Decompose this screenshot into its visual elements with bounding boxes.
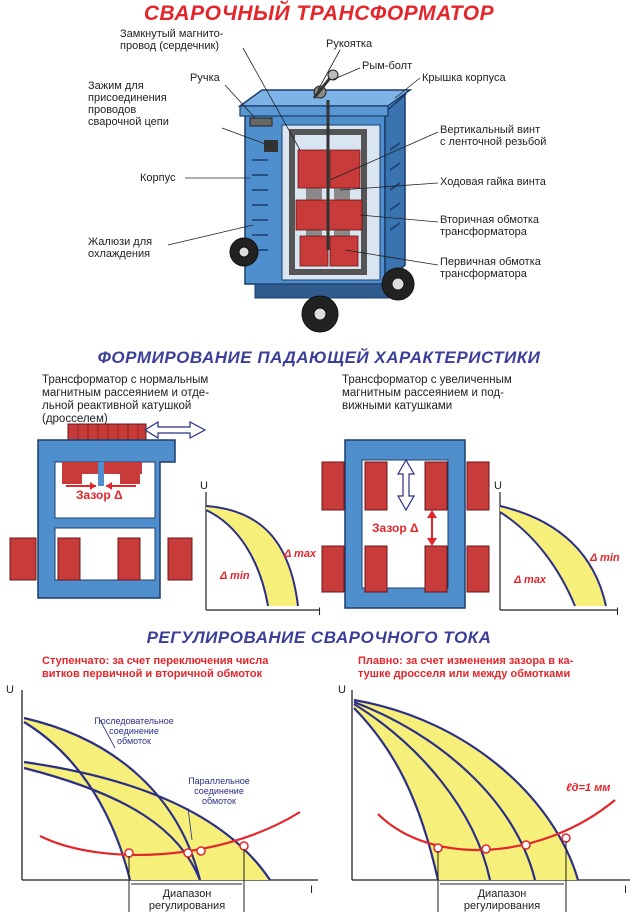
label-body: Корпус <box>140 172 176 184</box>
label-eyebolt: Рым-болт <box>362 60 413 72</box>
label-range-stepwise: Диапазон регулирования <box>148 888 226 912</box>
label-lid: Крышка корпуса <box>422 72 506 84</box>
label-crank: Рукоятка <box>326 38 373 50</box>
graph-left-falling-characteristic <box>205 492 320 611</box>
leader-lines <box>167 47 439 266</box>
label-core: Замкнутый магнито- провод (сердечник) <box>120 28 224 52</box>
label-delta-max-right: Δ max <box>514 574 547 586</box>
movable-coil-transformer-diagram <box>321 439 490 609</box>
label-handle: Ручка <box>190 72 220 84</box>
label-nut: Ходовая гайка винта <box>440 176 546 188</box>
label-parallel-connection: Параллельное соединение обмоток <box>188 776 250 806</box>
section-title-falling-characteristic: ФОРМИРОВАНИЕ ПАДАЮЩЕЙ ХАРАКТЕРИСТИКИ <box>97 348 541 367</box>
caption-increased-leakage: Трансформатор с увеличенным магнитным ра… <box>342 374 512 412</box>
label-delta-min-left: Δ min <box>220 570 250 582</box>
label-delta-max-left: Δ max <box>284 548 317 560</box>
axis-u-left: U <box>200 480 208 492</box>
label-screw: Вертикальный винт с ленточной резьбой <box>440 124 547 148</box>
label-range-smooth: Диапазон регулирования <box>463 888 541 912</box>
caption-stepwise: Ступенчато: за счет переключения числа в… <box>42 655 269 680</box>
axis-i-stepwise: I <box>310 884 314 896</box>
main-title: СВАРОЧНЫЙ ТРАНСФОРМАТОР <box>143 2 495 25</box>
label-delta-min-right: Δ min <box>590 552 620 564</box>
axis-u-right: U <box>494 480 502 492</box>
graph-right-falling-characteristic <box>499 492 618 611</box>
axis-u-stepwise: U <box>6 684 14 696</box>
axis-u-smooth: U <box>338 684 346 696</box>
label-primary-winding: Первичная обмотка трансформатора <box>440 256 541 280</box>
graph-smooth-regulation <box>351 690 630 912</box>
transformer-cabinet <box>237 69 413 299</box>
graph-stepwise-regulation <box>21 690 318 912</box>
choke-transformer-diagram <box>9 420 207 599</box>
label-clamp: Зажим для присоединения проводов сварочн… <box>88 80 169 128</box>
section-title-current-regulation: РЕГУЛИРОВАНИЕ СВАРОЧНОГО ТОКА <box>146 628 492 647</box>
label-louvers: Жалюзи для охлаждения <box>88 236 153 260</box>
label-series-connection: Последовательное соединение обмоток <box>94 716 174 746</box>
label-secondary-winding: Вторичная обмотка трансформатора <box>440 214 540 238</box>
axis-i-right: I <box>616 606 620 618</box>
label-gap-right: Зазор Δ <box>372 521 419 535</box>
caption-normal-leakage: Трансформатор с нормальным магнитным рас… <box>42 374 210 425</box>
caption-smooth: Плавно: за счет изменения зазора в ка- т… <box>358 655 574 680</box>
transformer-wheels <box>229 237 415 333</box>
axis-i-smooth: I <box>624 884 628 896</box>
axis-i-left: I <box>318 606 322 618</box>
label-gap-length: ℓд=1 мм <box>566 782 611 794</box>
label-gap-left: Зазор Δ <box>76 488 123 502</box>
